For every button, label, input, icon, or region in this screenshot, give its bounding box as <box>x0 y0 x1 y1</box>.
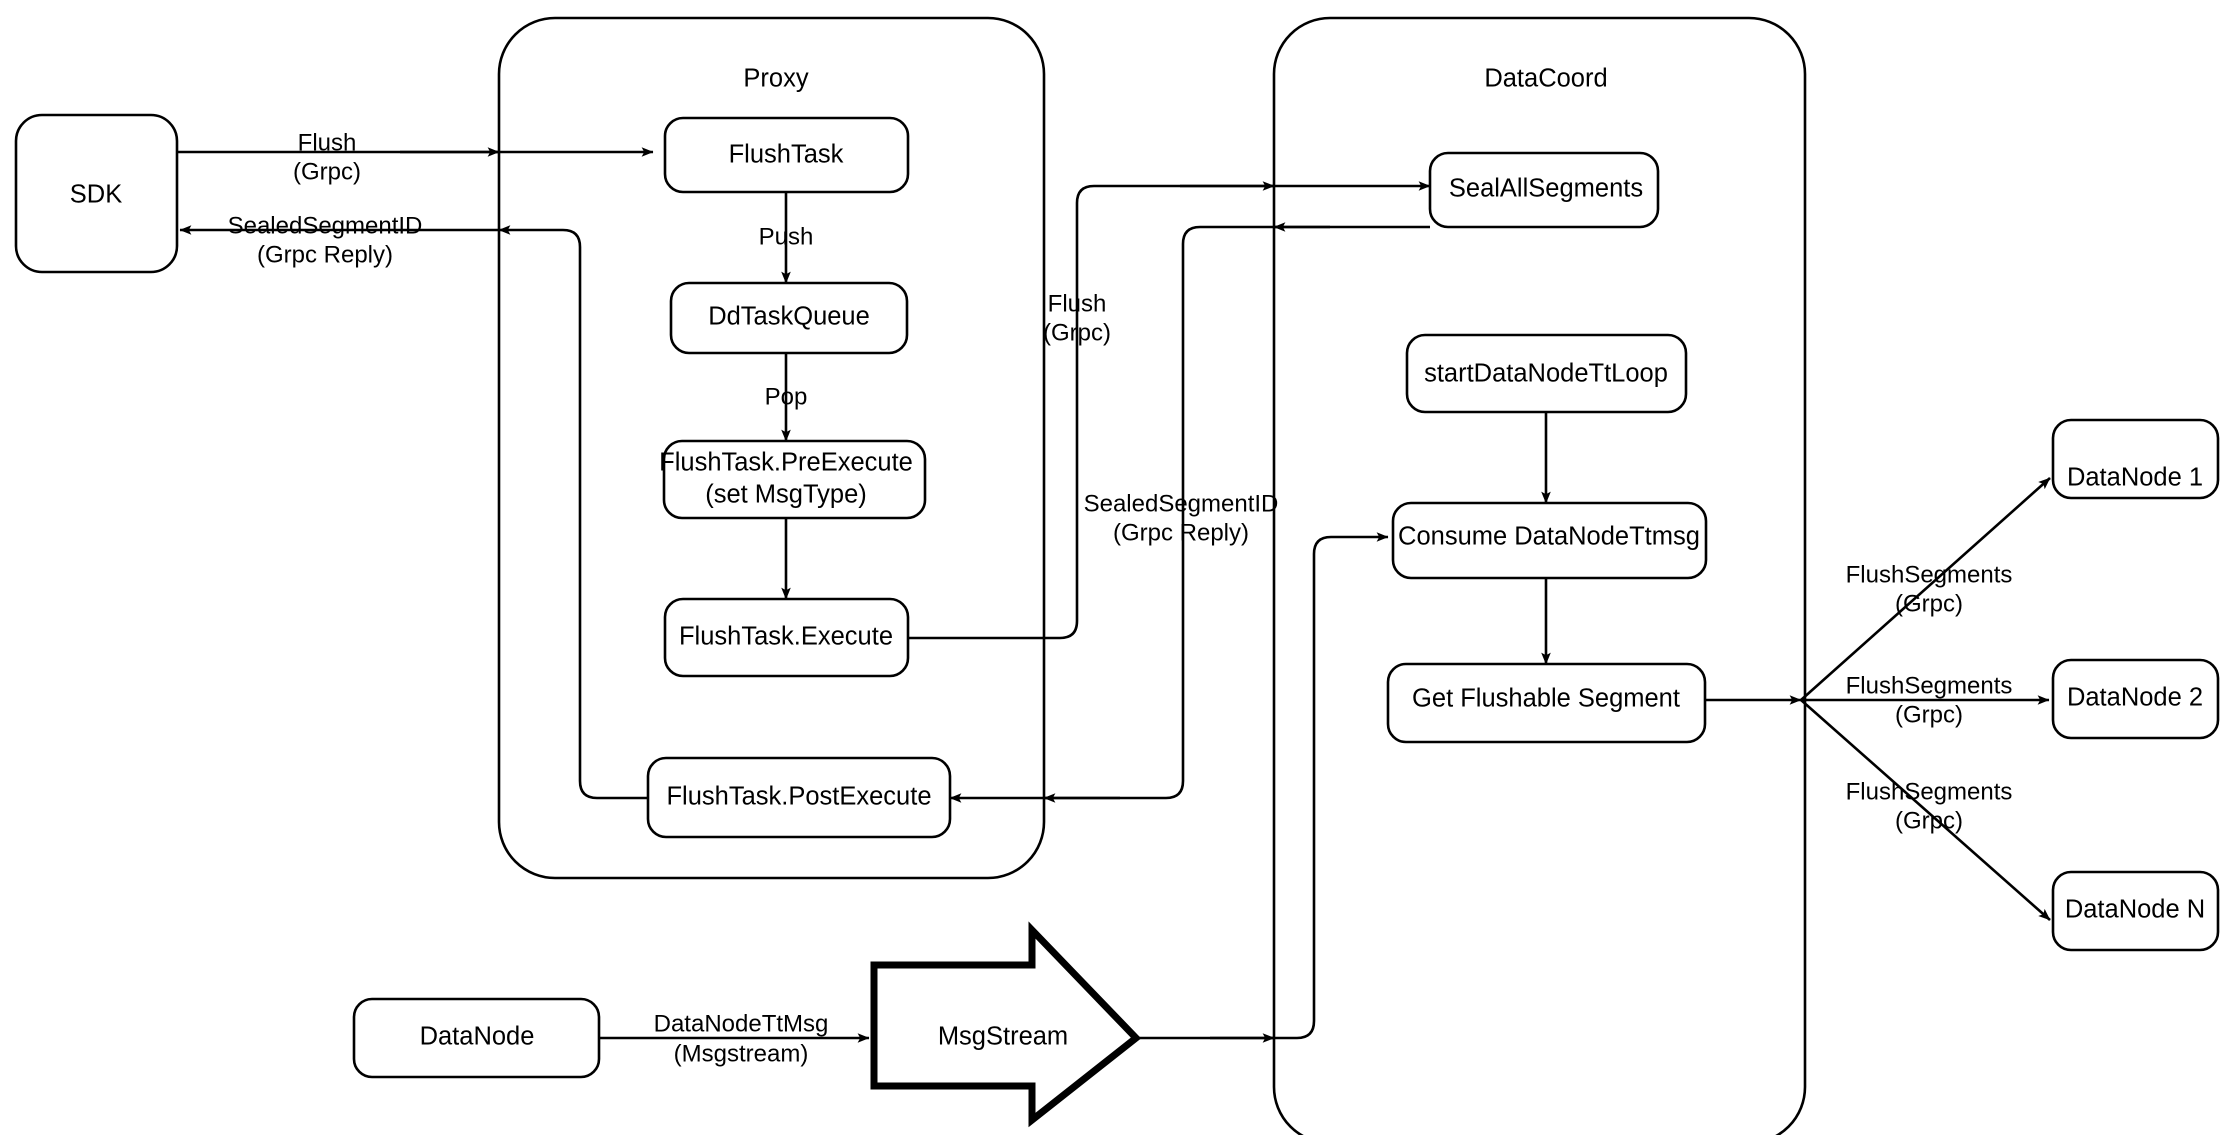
edge-label-datanodettmsg-line2: (Msgstream) <box>674 1040 809 1067</box>
edge-label-sealedsegmentid-reply-line2: (Grpc Reply) <box>257 241 393 268</box>
node-msgstream[interactable] <box>870 921 1142 1128</box>
node-start-datanode-ttloop-label: startDataNodeTtLoop <box>1424 360 1668 388</box>
edge-sealallsegments-to-postexecute <box>949 225 1430 803</box>
edge-label-coord-to-proxy-line1: SealedSegmentID <box>1084 490 1279 517</box>
node-flushtask-execute-label: FlushTask.Execute <box>679 623 893 651</box>
edge-label-flushsegments-1-line1: FlushSegments <box>1846 561 2013 588</box>
node-flushtask-postexecute-label: FlushTask.PostExecute <box>666 783 931 811</box>
node-sealallsegments[interactable] <box>1428 151 1660 229</box>
group-datacoord-title: DataCoord <box>1484 65 1607 93</box>
edge-label-flushsegments-n-line1: FlushSegments <box>1846 778 2013 805</box>
node-dd-task-queue-label: DdTaskQueue <box>708 303 870 331</box>
node-flushtask-preexecute-label-line2: (set MsgType) <box>705 481 867 509</box>
node-datanode-2[interactable] <box>2051 658 2220 740</box>
node-datanode-1[interactable] <box>2051 418 2220 500</box>
group-proxy <box>497 16 1046 880</box>
edge-label-flushsegments-2-line2: (Grpc) <box>1895 701 1963 728</box>
edge-fanout-to-datanode-1 <box>1800 477 2051 701</box>
edge-label-proxy-to-coord-line2: (Grpc) <box>1043 319 1111 346</box>
node-get-flushable-segment[interactable] <box>1386 662 1707 744</box>
node-flushtask-preexecute[interactable] <box>662 439 927 520</box>
edge-label-proxy-to-coord-line1: Flush <box>1048 290 1107 317</box>
edge-label-flushsegments-1-line2: (Grpc) <box>1895 590 1963 617</box>
node-dd-task-queue[interactable] <box>669 281 909 355</box>
node-datanode-source[interactable] <box>352 997 601 1079</box>
node-consume-datanodettmsg-label: Consume DataNodeTtmsg <box>1398 523 1700 551</box>
edge-label-datanodettmsg-line1: DataNodeTtMsg <box>654 1010 829 1037</box>
node-flush-task-label: FlushTask <box>729 141 844 169</box>
edge-label-flush-grpc-line1: Flush <box>298 129 357 156</box>
node-flush-task[interactable] <box>663 116 910 194</box>
group-datacoord <box>1272 16 1807 1135</box>
edge-label-flushsegments-2-line1: FlushSegments <box>1846 672 2013 699</box>
node-flushtask-execute[interactable] <box>663 597 910 678</box>
group-proxy-title: Proxy <box>743 65 808 93</box>
edge-postexecute-to-reply <box>498 225 648 800</box>
node-flushtask-preexecute-label-line1: FlushTask.PreExecute <box>659 449 913 477</box>
node-sdk[interactable] <box>14 113 179 274</box>
edge-label-sealedsegmentid-reply-line1: SealedSegmentID <box>228 212 423 239</box>
node-sealallsegments-label: SealAllSegments <box>1449 175 1643 203</box>
node-datanode-source-label: DataNode <box>420 1023 535 1051</box>
node-start-datanode-ttloop[interactable] <box>1405 333 1688 414</box>
edge-label-coord-to-proxy-line2: (Grpc Reply) <box>1113 519 1249 546</box>
edge-label-flushsegments-n-line2: (Grpc) <box>1895 807 1963 834</box>
node-get-flushable-segment-label: Get Flushable Segment <box>1412 685 1680 713</box>
edge-label-flush-grpc-line2: (Grpc) <box>293 158 361 185</box>
edge-fanout-to-datanode-n <box>1800 699 2051 921</box>
node-datanode-n[interactable] <box>2051 870 2220 952</box>
node-sdk-label: SDK <box>70 181 122 209</box>
node-flushtask-postexecute[interactable] <box>646 756 952 839</box>
node-msgstream-label: MsgStream <box>938 1023 1068 1051</box>
edge-label-push: Push <box>759 223 814 250</box>
edge-msgstream-to-consume <box>1136 532 1389 1040</box>
edge-label-pop: Pop <box>765 383 808 410</box>
node-datanode-2-label: DataNode 2 <box>2067 684 2203 712</box>
node-datanode-n-label: DataNode N <box>2065 896 2205 924</box>
edge-execute-to-sealallsegments <box>908 181 1431 640</box>
node-consume-datanodettmsg[interactable] <box>1391 501 1708 580</box>
node-datanode-1-label: DataNode 1 <box>2067 464 2203 492</box>
